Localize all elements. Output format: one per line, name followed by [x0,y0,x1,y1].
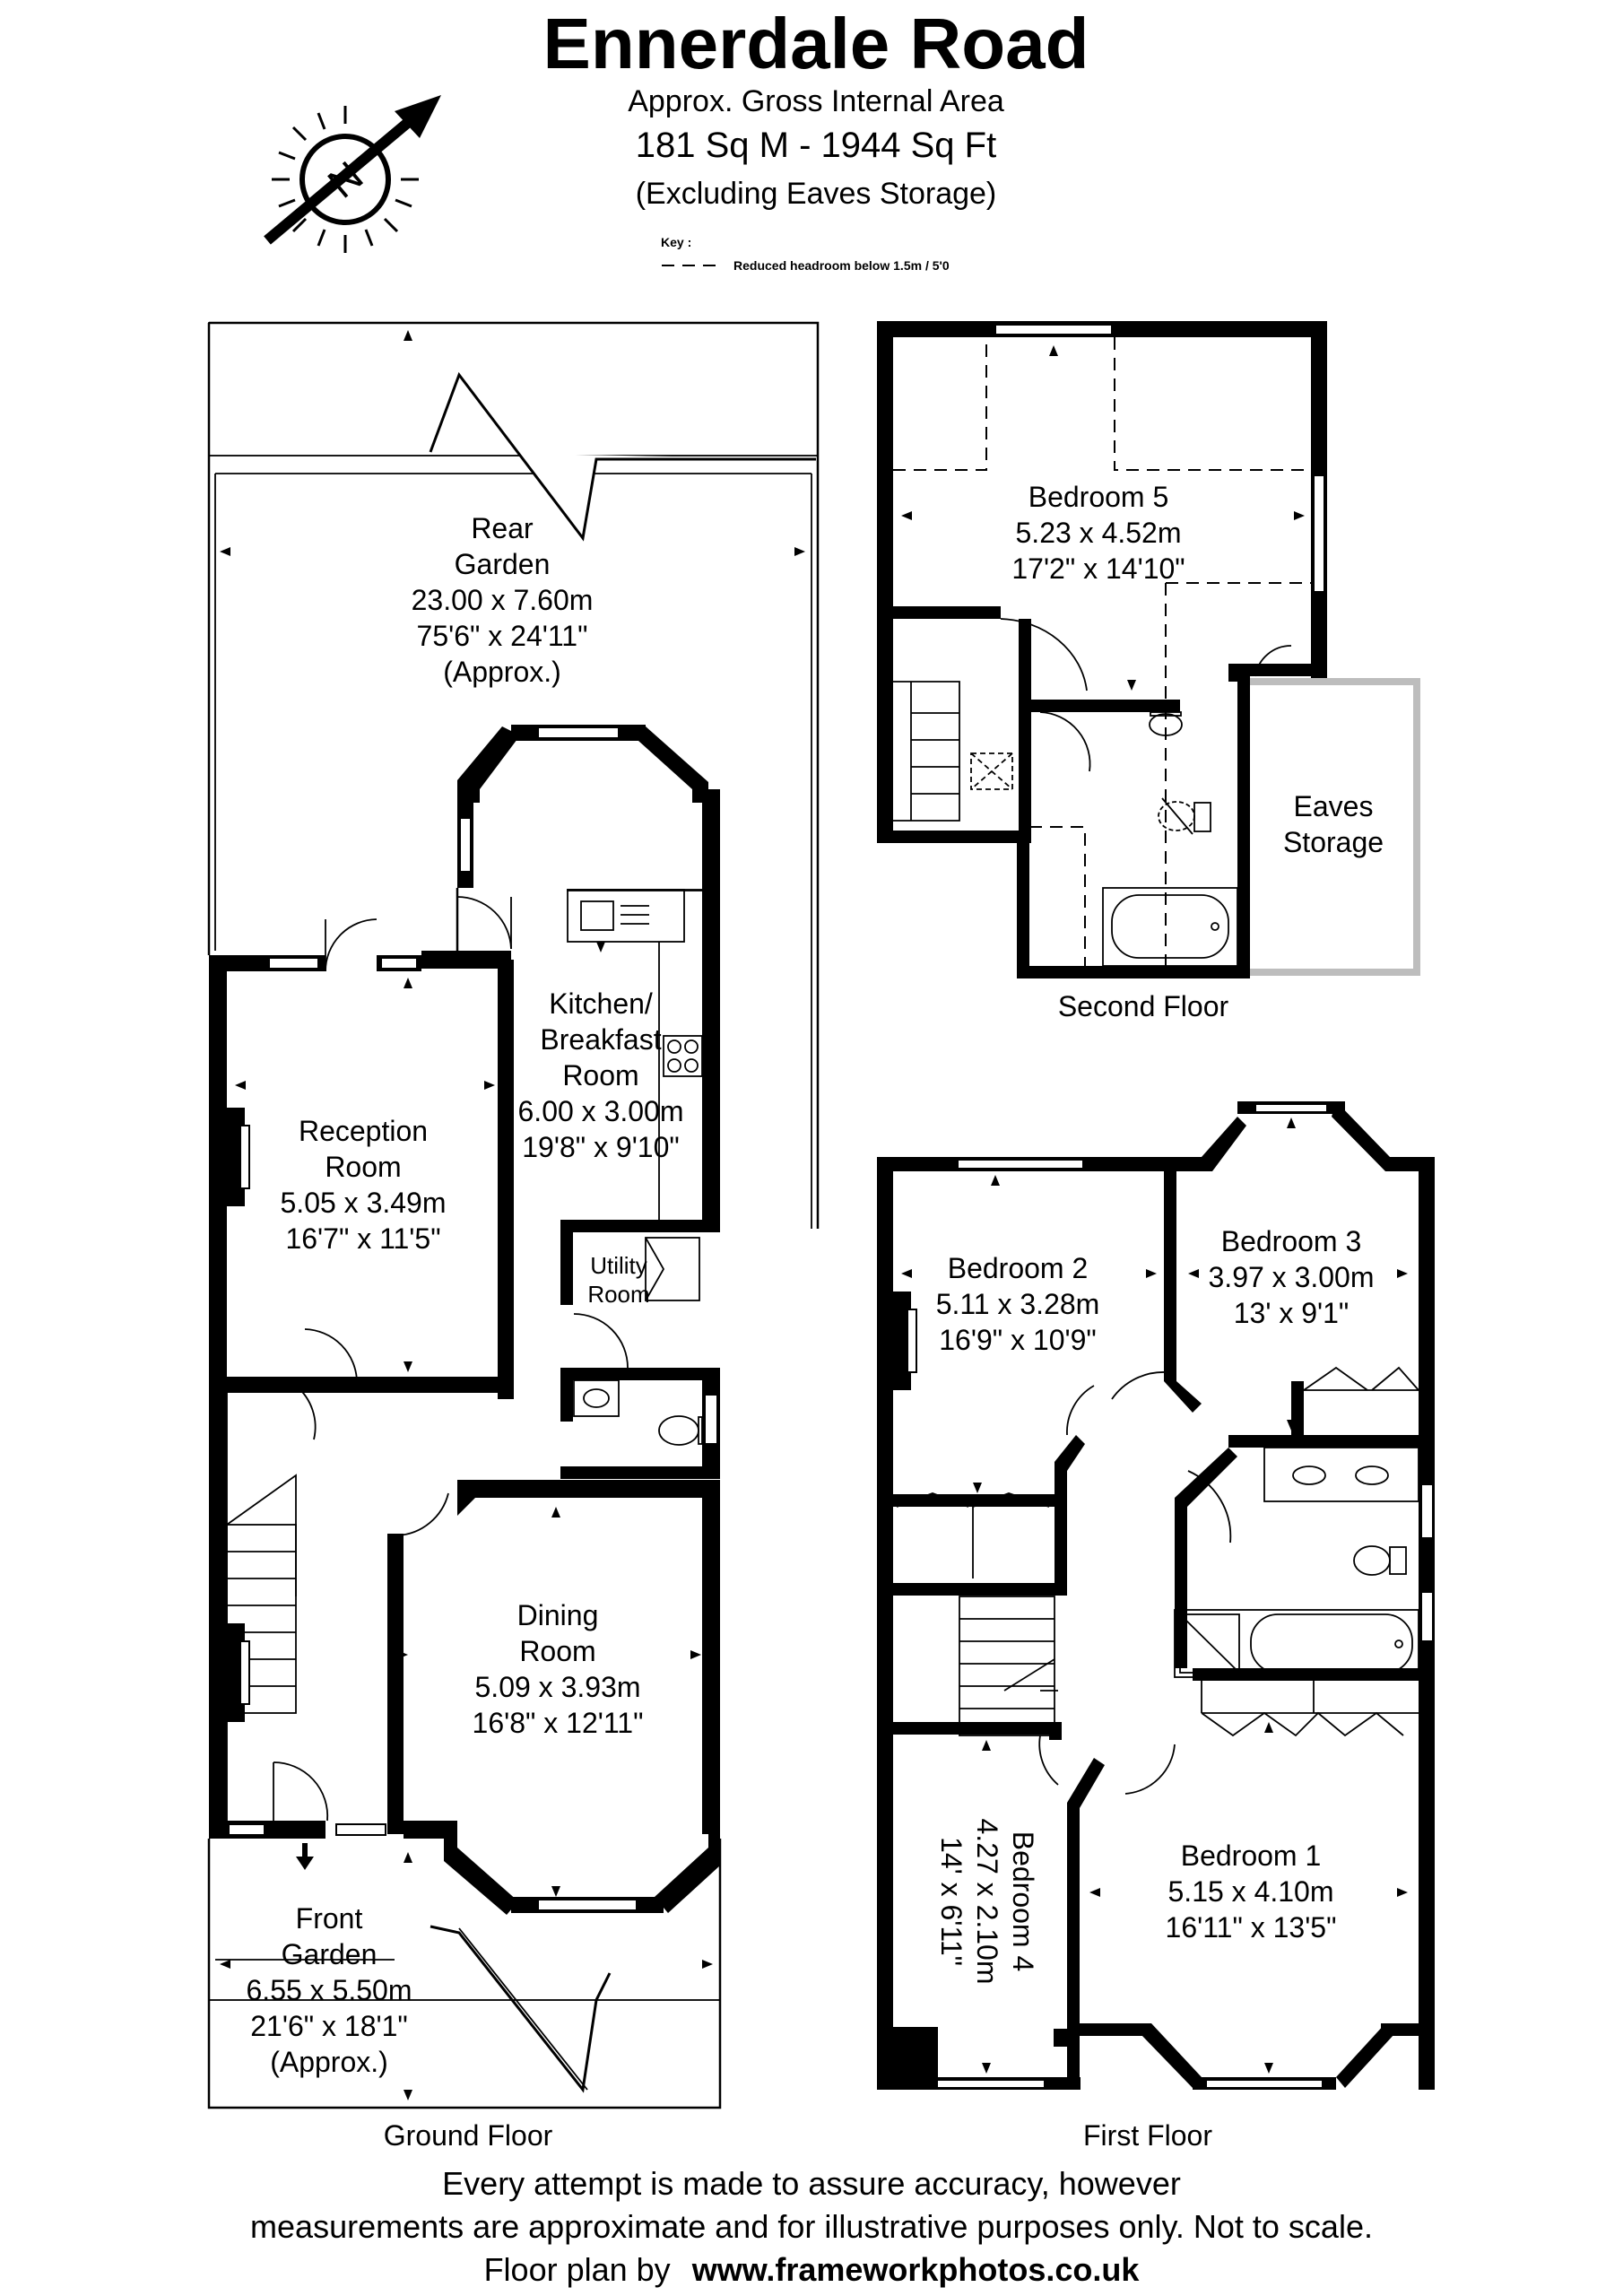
ground-floor-plan: Rear Garden 23.00 x 7.60m 75'6" x 24'11"… [207,321,820,2152]
utility-name-2: Room [587,1281,649,1308]
kitchen-metric: 6.00 x 3.00m [518,1095,684,1127]
rear-garden-name-1: Rear [471,512,534,544]
ground-floor-label: Ground Floor [384,2119,553,2152]
total-area: 181 Sq M - 1944 Sq Ft [636,126,996,165]
reception-name-2: Room [325,1151,401,1183]
entrance-arrow-icon [296,1843,314,1870]
bedroom2-metric: 5.11 x 3.28m [936,1288,1100,1320]
bedroom1-name: Bedroom 1 [1181,1839,1322,1872]
key-label: Key : [661,235,691,249]
front-garden-imperial: 21'6" x 18'1" [250,2010,408,2042]
bedroom4-metric: 4.27 x 2.10m [971,1819,1003,1985]
kitchen-name-3: Room [562,1059,638,1091]
front-garden-name-1: Front [296,1902,363,1935]
second-floor-label: Second Floor [1058,990,1229,1022]
bedroom3-metric: 3.97 x 3.00m [1209,1261,1375,1293]
bedroom5-window [994,324,1113,335]
kitchen-imperial: 19'8" x 9'10" [522,1131,680,1163]
garden-end-strip [208,322,819,457]
bedroom5-metric: 5.23 x 4.52m [1016,517,1182,549]
bath-shower-icon [1174,1609,1419,1678]
plan-title: Ennerdale Road [542,4,1089,83]
hob-icon [663,1035,703,1077]
bathtub-icon [1102,887,1238,967]
bedroom1-imperial: 16'11" x 13'5" [1166,1911,1337,1944]
reception-imperial: 16'7" x 11'5" [285,1222,440,1255]
reception-metric: 5.05 x 3.49m [281,1187,447,1219]
bedroom4-imperial: 14' x 6'11" [935,1837,968,1966]
garden-break-line [429,371,816,542]
kitchen-sink-unit [567,889,685,943]
bedroom2-name: Bedroom 2 [948,1252,1089,1284]
rear-garden-note: (Approx.) [443,656,561,688]
eaves-exclusion: (Excluding Eaves Storage) [636,177,997,211]
reception-door [325,918,378,972]
bedroom5-name: Bedroom 5 [1028,481,1169,513]
utility-name-1: Utility [590,1252,647,1279]
eaves-name-1: Eaves [1294,790,1374,822]
second-floor-plan: Bedroom 5 5.23 x 4.52m 17'2" x 14'10" Ea… [877,321,1420,1022]
dining-name-1: Dining [517,1599,599,1631]
bedroom2-imperial: 16'9" x 10'9" [939,1324,1097,1356]
credit-prefix: Floor plan by [484,2251,671,2288]
eaves-storage-outline [1250,678,1420,976]
bedroom1-metric: 5.15 x 4.10m [1168,1875,1334,1908]
first-floor-plan: Bedroom 2 5.11 x 3.28m 16'9" x 10'9" Bed… [877,1101,1435,2152]
bedroom5-imperial: 17'2" x 14'10" [1011,552,1185,585]
front-garden-name-2: Garden [282,1938,378,1970]
rear-garden-imperial: 75'6" x 24'11" [417,620,588,652]
bedroom3-imperial: 13' x 9'1" [1234,1297,1350,1329]
dining-imperial: 16'8" x 12'11" [473,1707,644,1739]
eaves-name-2: Storage [1283,826,1384,858]
kitchen-name-1: Kitchen/ [549,987,653,1020]
credit-url-link[interactable]: www.frameworkphotos.co.uk [691,2251,1141,2288]
bedroom4-name: Bedroom 4 [1007,1831,1039,1972]
front-garden-note: (Approx.) [270,2046,388,2078]
kitchen-name-2: Breakfast [540,1023,661,1056]
credit-line: Floor plan by www.frameworkphotos.co.uk [484,2251,1141,2288]
bedroom2-window [957,1159,1084,1170]
kitchen-door [456,896,512,950]
compass-icon: N [264,95,441,253]
first-floor-label: First Floor [1083,2119,1212,2152]
disclaimer-line-2: measurements are approximate and for ill… [250,2208,1373,2245]
disclaimer-line-1: Every attempt is made to assure accuracy… [442,2165,1181,2202]
dining-metric: 5.09 x 3.93m [475,1671,641,1703]
rear-garden-name-2: Garden [455,548,551,580]
bedroom3-name: Bedroom 3 [1221,1225,1362,1257]
gia-label: Approx. Gross Internal Area [628,84,1004,118]
dining-name-2: Room [519,1635,595,1667]
key-text: Reduced headroom below 1.5m / 5'0 [733,258,950,273]
reception-name-1: Reception [299,1115,428,1147]
rear-garden-metric: 23.00 x 7.60m [412,584,594,616]
kitchen-window [537,726,620,739]
front-garden-metric: 6.55 x 5.50m [247,1974,412,2006]
